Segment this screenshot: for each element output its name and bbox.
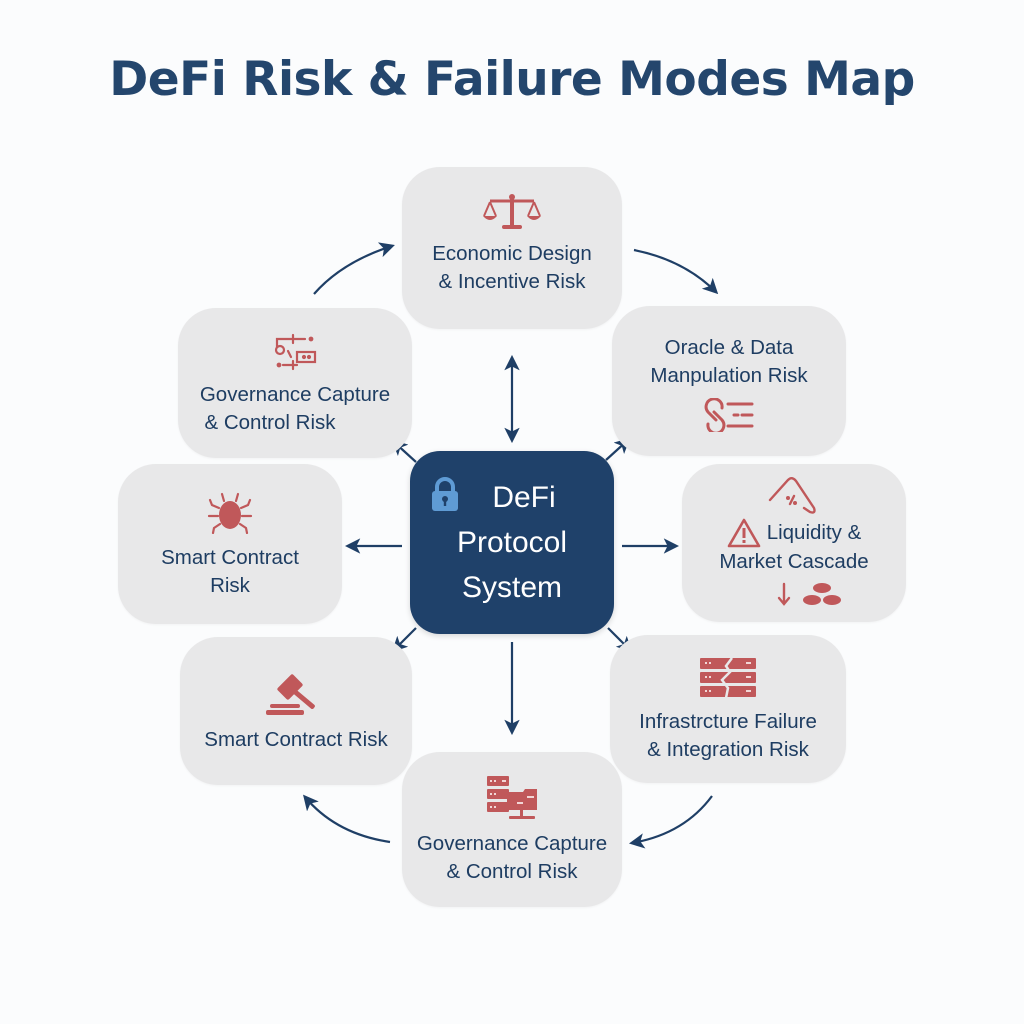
node-smart-contract-bug[interactable]: Smart Contract Risk bbox=[118, 464, 342, 624]
warning-icon bbox=[727, 518, 761, 548]
node-liquidity-market[interactable]: Liquidity & Market Cascade bbox=[682, 464, 906, 622]
node-label-line: Oracle & Data bbox=[664, 336, 794, 359]
oracle-data-icon bbox=[702, 398, 756, 432]
arrow-cycle-bottom-right bbox=[628, 795, 713, 849]
node-label-line: Market Cascade bbox=[719, 550, 869, 573]
node-label-line: & Incentive Risk bbox=[438, 270, 586, 293]
gavel-icon bbox=[266, 670, 326, 716]
center-node-defi-protocol[interactable]: DeFi Protocol System bbox=[410, 451, 614, 634]
node-label-line: & Integration Risk bbox=[647, 738, 809, 761]
falling-coins-icon bbox=[776, 580, 842, 610]
node-economic-design[interactable]: Economic Design & Incentive Risk bbox=[402, 167, 622, 329]
center-label-line: System bbox=[461, 571, 563, 604]
node-label-line: & Control Risk bbox=[204, 411, 336, 434]
node-label-line: Infrastrcture Failure bbox=[639, 710, 817, 733]
node-governance-top[interactable]: Governance Capture & Control Risk bbox=[178, 308, 412, 458]
node-smart-contract-gavel[interactable]: Smart Contract Risk bbox=[180, 637, 412, 785]
arrow-cycle-top-left bbox=[313, 242, 395, 295]
scales-icon bbox=[482, 192, 542, 232]
lock-icon bbox=[430, 477, 460, 518]
node-label-line: Governance Capture bbox=[199, 383, 391, 406]
broken-server-icon bbox=[700, 658, 756, 698]
node-label-line: Governance Capture bbox=[416, 831, 608, 855]
market-cascade-icon bbox=[764, 476, 824, 516]
node-label-line: Smart Contract Risk bbox=[204, 728, 388, 751]
node-governance-bottom[interactable]: Governance Capture & Control Risk bbox=[402, 752, 622, 907]
node-infrastructure[interactable]: Infrastrcture Failure & Integration Risk bbox=[610, 635, 846, 783]
node-label-line: Risk bbox=[210, 574, 250, 597]
node-label-line: Liquidity & bbox=[766, 521, 862, 544]
arrow-cycle-bottom-left bbox=[303, 794, 391, 844]
bug-icon bbox=[205, 490, 255, 534]
arrow-cycle-top-right bbox=[633, 248, 719, 295]
node-label-line: Economic Design bbox=[432, 242, 592, 265]
node-oracle-data[interactable]: Oracle & Data Manpulation Risk bbox=[612, 306, 846, 456]
node-label-line: & Control Risk bbox=[446, 859, 578, 883]
center-label-line: DeFi bbox=[492, 481, 556, 514]
page-title: DeFi Risk & Failure Modes Map bbox=[109, 52, 915, 107]
governance-flow-icon bbox=[271, 333, 319, 371]
node-label-line: Smart Contract bbox=[161, 546, 299, 569]
server-network-icon bbox=[487, 775, 537, 822]
center-label-line: Protocol bbox=[456, 526, 568, 559]
node-label-line: Manpulation Risk bbox=[650, 364, 808, 387]
